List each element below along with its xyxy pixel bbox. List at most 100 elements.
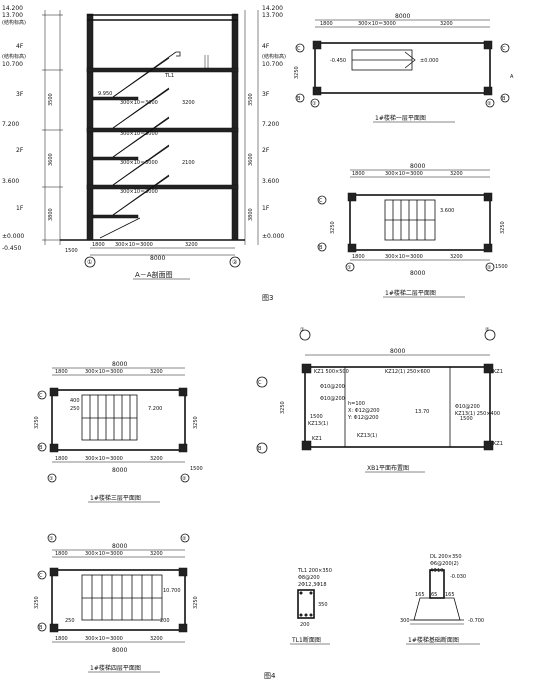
f4-small-250: 250 — [65, 618, 75, 624]
f2-small: 1500 — [495, 264, 508, 270]
sec-hdim-stair: 300×10＝3000 — [115, 242, 153, 248]
floor4-title: 1#楼梯四层平面图 — [90, 664, 141, 672]
fdn-level-2: -0.700 — [468, 618, 484, 624]
f4-vdim-3250-r: 3250 — [193, 596, 199, 609]
f4-dim-3200: 3200 — [150, 551, 163, 557]
xb1-kz1-c: KZ1 — [312, 436, 322, 442]
f2-btotal: 8000 — [410, 270, 425, 277]
stair-dim-3: 300×10＝3000 — [120, 160, 158, 166]
f4-dim-1800: 1800 — [55, 551, 68, 557]
xb1-rebar-3: Φ10@200 — [455, 404, 480, 410]
level-3-600: 3.600 — [2, 178, 19, 185]
xb1-plan — [256, 329, 496, 454]
f4-axis-2: ② — [182, 536, 187, 542]
xb1-kz1-b: KZ1 — [493, 369, 503, 375]
fdn-dim-a: 165 — [415, 592, 425, 598]
f4-btotal: 8000 — [112, 647, 127, 654]
floor3-title: 1#楼梯三层平面图 — [90, 494, 141, 502]
xb1-level: 13.70 — [415, 409, 429, 415]
stair-dim-4: 300×10＝3000 — [120, 189, 158, 195]
level-13-700: 13.700 — [2, 12, 23, 19]
f4-axis-b: B — [39, 625, 43, 631]
xb1-rebar-2: Φ10@200 — [320, 396, 345, 402]
sec-axis-2: ② — [232, 259, 238, 266]
f2-axis-c: C — [319, 198, 323, 204]
f3-dim-stair: 300×10＝3000 — [85, 369, 123, 375]
foundation-title: 1#楼梯基础断面图 — [408, 636, 459, 644]
stair-dim-1: 300×10＝3000 — [120, 100, 158, 106]
fdn-spec-1: DL 200×350 — [430, 554, 462, 560]
r-floor-3f: 3F — [262, 91, 270, 98]
f2-dim-stair: 300×10＝3000 — [385, 171, 423, 177]
figure4-caption: 图4 — [264, 672, 276, 680]
r-vdim-3800: 3800 — [248, 208, 254, 221]
floor2-title: 1#楼梯二层平面图 — [385, 289, 436, 297]
f3-level: 7.200 — [148, 406, 162, 412]
tl1-spec-3: 2Φ12,3Φ18 — [298, 582, 327, 588]
f3-small-1500: 1500 — [190, 466, 203, 472]
f3-axis-c: C — [39, 393, 43, 399]
floor1-plan — [295, 19, 510, 108]
floor3-plan — [37, 367, 190, 483]
r-level-0-000: ±0.000 — [262, 233, 284, 240]
fdn-dim-c: 165 — [445, 592, 455, 598]
f2-dim-3200: 3200 — [450, 171, 463, 177]
r-floor-4f: 4F — [262, 43, 270, 50]
f4-total: 8000 — [112, 543, 127, 550]
f3-bdim-stair: 300×10＝3000 — [85, 456, 123, 462]
xb1-vdim-3250: 3250 — [280, 401, 286, 414]
f3-axis-2: ② — [182, 476, 187, 482]
sec-hdim-3200: 3200 — [185, 242, 198, 248]
f2-axis-1: ① — [347, 265, 352, 271]
xb1-kz13-b: KZ13(1) — [357, 433, 377, 439]
f1-section-mark: A — [510, 74, 514, 80]
f1-dim-1800: 1800 — [320, 21, 333, 27]
figure3-caption: 图3 — [262, 294, 273, 302]
f1-axis-2: ② — [487, 101, 492, 107]
floor-label-3f: 3F — [16, 91, 24, 98]
r-level-note: (结构标高) — [262, 53, 286, 60]
f4-bdim-stair: 300×10＝3000 — [85, 636, 123, 642]
f1-axis-b-r: B — [502, 96, 506, 102]
tl1-dim-350: 350 — [318, 602, 328, 608]
fdn-spec-2: Φ6@200(2) — [430, 561, 459, 567]
f3-total: 8000 — [112, 361, 127, 368]
f4-small-200: 200 — [160, 618, 170, 624]
level-0-000: ±0.000 — [2, 233, 24, 240]
f1-axis-c-r: C — [502, 46, 506, 52]
f3-btotal: 8000 — [112, 467, 127, 474]
f3-axis-1: ① — [49, 476, 54, 482]
xb1-dim-1500-b: 1500 — [460, 416, 473, 422]
xb1-x-rebar: X: Φ12@200 — [348, 408, 380, 414]
f3-axis-b: B — [39, 445, 43, 451]
xb1-axis-2: ② — [485, 327, 490, 333]
xb1-axis-1: ① — [300, 327, 305, 333]
r-level-3-600: 3.600 — [262, 178, 279, 185]
f2-axis-b: B — [319, 245, 323, 251]
f1-axis-b: B — [297, 96, 301, 102]
f2-vdim-3250-r: 3250 — [500, 221, 506, 234]
f4-level: 10.700 — [163, 588, 181, 594]
r-floor-1f: 1F — [262, 205, 270, 212]
f1-axis-1: ① — [312, 101, 317, 107]
floor1-title: 1#楼梯一层平面图 — [375, 114, 426, 122]
sec-axis-1: ① — [87, 259, 92, 266]
tl1-spec-2: Φ8@200 — [298, 575, 320, 581]
sec-hdim-1500: 1500 — [65, 248, 78, 254]
sec-dim-3200-a: 3200 — [182, 100, 195, 106]
f1-axis-c: C — [297, 46, 301, 52]
r-vdim-3500: 3500 — [248, 93, 254, 106]
fdn-dim-300: 300 — [400, 618, 410, 624]
f4-axis-c: C — [39, 573, 43, 579]
xb1-axis-b: B — [258, 446, 262, 452]
floor-label-2f: 2F — [16, 147, 24, 154]
xb1-kz13-c: KZ13(1) 250×400 — [455, 411, 500, 417]
tl1-dim-200: 200 — [300, 622, 310, 628]
xb1-y-rebar: Y: Φ12@200 — [347, 415, 379, 421]
xb1-kz12: KZ12(1) 250×600 — [385, 369, 430, 375]
stair-dim-2: 300×10＝3000 — [120, 131, 158, 137]
f4-dim-stair: 300×10＝3000 — [85, 551, 123, 557]
tl1-section — [297, 589, 315, 619]
level-note-1: (结构标高) — [2, 19, 26, 26]
